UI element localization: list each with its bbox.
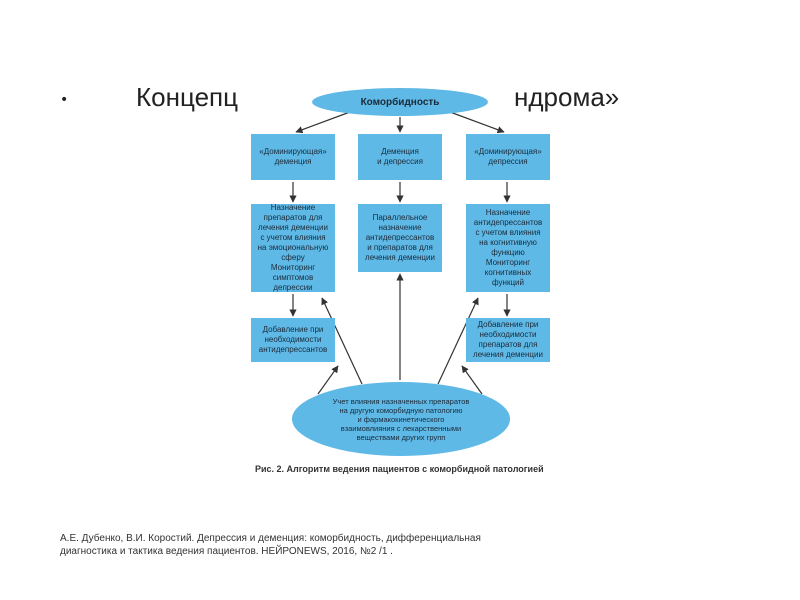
parallel-treatment-box: Параллельное назначение антидепрессантов… xyxy=(358,204,442,272)
slide-title-left: Концепц xyxy=(136,82,238,112)
arrow-bottom-to-right-r2 xyxy=(437,297,479,385)
source-footnote: А.Е. Дубенко, В.И. Коростий. Депрессия и… xyxy=(60,533,481,557)
dominant-dementia-box: «Доминирующая» деменция xyxy=(251,134,335,180)
slide-title: Концепц ндрома» xyxy=(136,82,676,113)
arrow-bottom-to-left-r2 xyxy=(321,297,363,385)
figure-caption: Рис. 2. Алгоритм ведения пациентов с ком… xyxy=(255,464,544,474)
arrow-bottom-to-left-r3 xyxy=(317,365,339,395)
arrow-top-to-right xyxy=(449,111,505,134)
depression-treatment-box: Назначение антидепрессантов с учетом вли… xyxy=(466,204,550,292)
arrow-bottom-to-right-r3 xyxy=(461,365,483,395)
slide-title-right: ндрома» xyxy=(514,82,620,112)
dementia-treatment-box: Назначение препаратов для лечения деменц… xyxy=(251,203,335,292)
comorbidity-ellipse: Коморбидность xyxy=(312,88,488,116)
dominant-depression-box: «Доминирующая» депрессия xyxy=(466,134,550,180)
arrow-top-to-left xyxy=(295,111,351,134)
bullet-marker: • xyxy=(60,92,69,108)
dementia-and-depression-box: Деменция и депрессия xyxy=(358,134,442,180)
add-dementia-drugs-box: Добавление при необходимости препаратов … xyxy=(466,318,550,362)
add-antidepressants-box: Добавление при необходимости антидепресс… xyxy=(251,318,335,362)
drug-interaction-ellipse: Учет влияния назначенных препаратов на д… xyxy=(292,382,510,456)
